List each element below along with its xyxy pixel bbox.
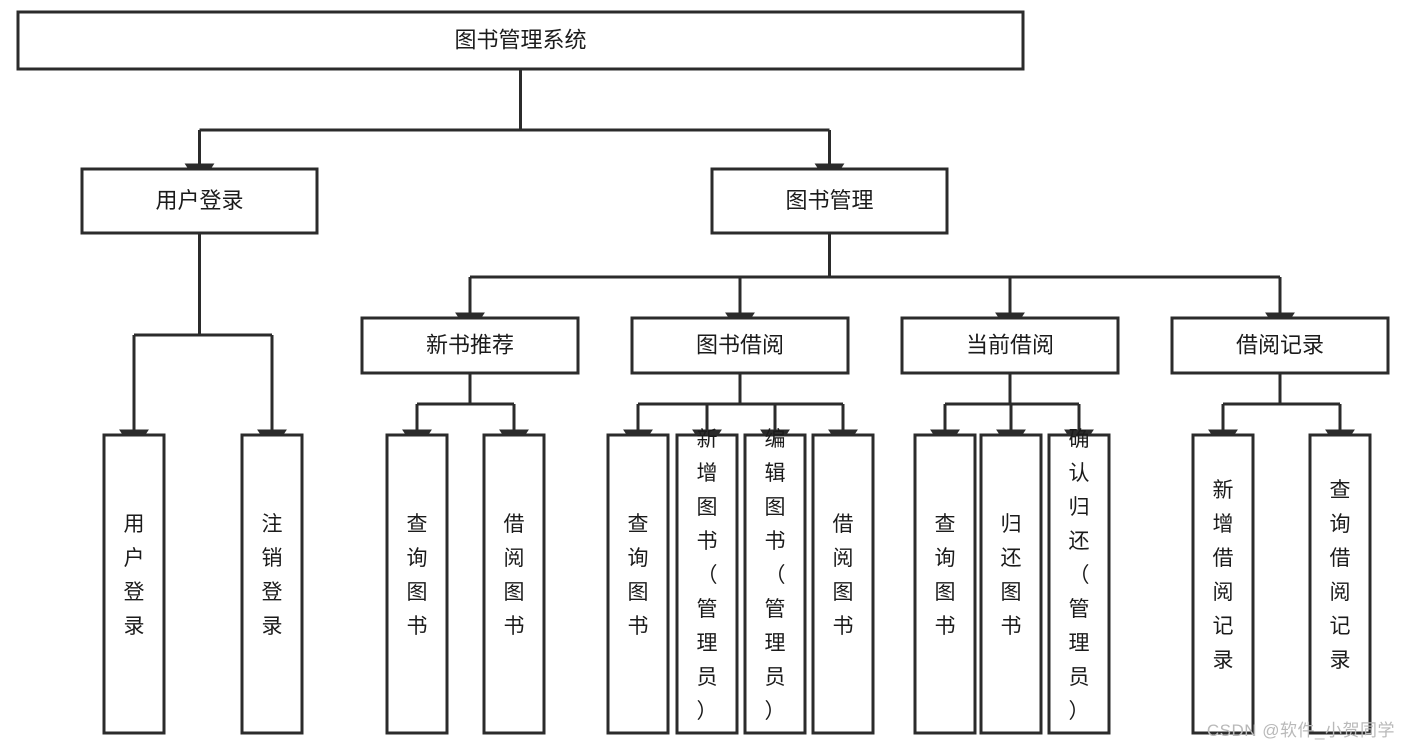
- node-box: [1308, 433, 1372, 735]
- node-box: [1170, 316, 1390, 375]
- node-label: 新书推荐: [426, 332, 514, 357]
- node-label: 新增图书（管理员）: [697, 428, 718, 723]
- node-leaf-query-borrow-record[interactable]: 查询借阅记录: [1308, 433, 1372, 735]
- node-box: [979, 433, 1043, 735]
- node-leaf-query-book-3[interactable]: 查询图书: [913, 433, 977, 735]
- node-box: [360, 316, 580, 375]
- node-user-login[interactable]: 用户登录: [80, 167, 319, 235]
- node-label: 图书管理系统: [454, 27, 586, 52]
- node-borrow-record[interactable]: 借阅记录: [1170, 316, 1390, 375]
- node-leaf-borrow-book-2[interactable]: 借阅图书: [811, 433, 875, 735]
- node-box: [1047, 433, 1111, 735]
- node-leaf-query-book-2[interactable]: 查询图书: [606, 433, 670, 735]
- node-label: 查询图书: [628, 513, 649, 638]
- node-label: 当前借阅: [966, 332, 1054, 357]
- connector-layer: [119, 69, 1355, 452]
- node-root[interactable]: 图书管理系统: [16, 10, 1025, 71]
- node-label: 借阅记录: [1236, 332, 1324, 357]
- node-label: 借阅图书: [833, 513, 854, 638]
- node-book-management[interactable]: 图书管理: [710, 167, 949, 235]
- node-box: [630, 316, 850, 375]
- node-leaf-add-book-admin[interactable]: 新增图书（管理员）: [675, 428, 739, 735]
- node-leaf-return-book[interactable]: 归还图书: [979, 433, 1043, 735]
- node-label: 注销登录: [262, 513, 283, 638]
- node-leaf-query-book-1[interactable]: 查询图书: [385, 433, 449, 735]
- node-label: 用户登录: [124, 513, 145, 638]
- node-label: 查询借阅记录: [1330, 479, 1351, 672]
- node-label: 借阅图书: [504, 513, 525, 638]
- node-box: [1191, 433, 1255, 735]
- node-box: [102, 433, 166, 735]
- node-leaf-logout-login[interactable]: 注销登录: [240, 433, 304, 735]
- node-label: 用户登录: [155, 188, 243, 213]
- node-label: 查询图书: [935, 513, 956, 638]
- node-label: 归还图书: [1001, 513, 1022, 638]
- node-label: 图书借阅: [696, 332, 784, 357]
- node-box: [385, 433, 449, 735]
- csdn-watermark: CSDN @软件_小贺同学: [1206, 721, 1395, 740]
- node-box: [240, 433, 304, 735]
- node-label: 查询图书: [407, 513, 428, 638]
- node-book-borrow[interactable]: 图书借阅: [630, 316, 850, 375]
- node-box: [743, 433, 807, 735]
- node-box: [675, 433, 739, 735]
- node-leaf-edit-book-admin[interactable]: 编辑图书（管理员）: [743, 428, 807, 735]
- node-box: [710, 167, 949, 235]
- node-new-book-recommend[interactable]: 新书推荐: [360, 316, 580, 375]
- node-leaf-confirm-return-admin[interactable]: 确认归还（管理员）: [1047, 428, 1111, 735]
- node-leaf-user-login[interactable]: 用户登录: [102, 433, 166, 735]
- node-box: [80, 167, 319, 235]
- node-box: [482, 433, 546, 735]
- node-label: 编辑图书（管理员）: [765, 428, 786, 723]
- node-box: [913, 433, 977, 735]
- node-label: 新增借阅记录: [1213, 479, 1234, 672]
- node-label: 确认归还（管理员）: [1069, 428, 1090, 723]
- node-box: [811, 433, 875, 735]
- node-leaf-add-borrow-record[interactable]: 新增借阅记录: [1191, 433, 1255, 735]
- node-layer: 图书管理系统用户登录图书管理新书推荐图书借阅当前借阅借阅记录用户登录注销登录查询…: [16, 10, 1390, 735]
- node-leaf-borrow-book-1[interactable]: 借阅图书: [482, 433, 546, 735]
- node-label: 图书管理: [785, 188, 873, 213]
- node-box: [606, 433, 670, 735]
- node-box: [900, 316, 1120, 375]
- node-current-borrow[interactable]: 当前借阅: [900, 316, 1120, 375]
- node-box: [16, 10, 1025, 71]
